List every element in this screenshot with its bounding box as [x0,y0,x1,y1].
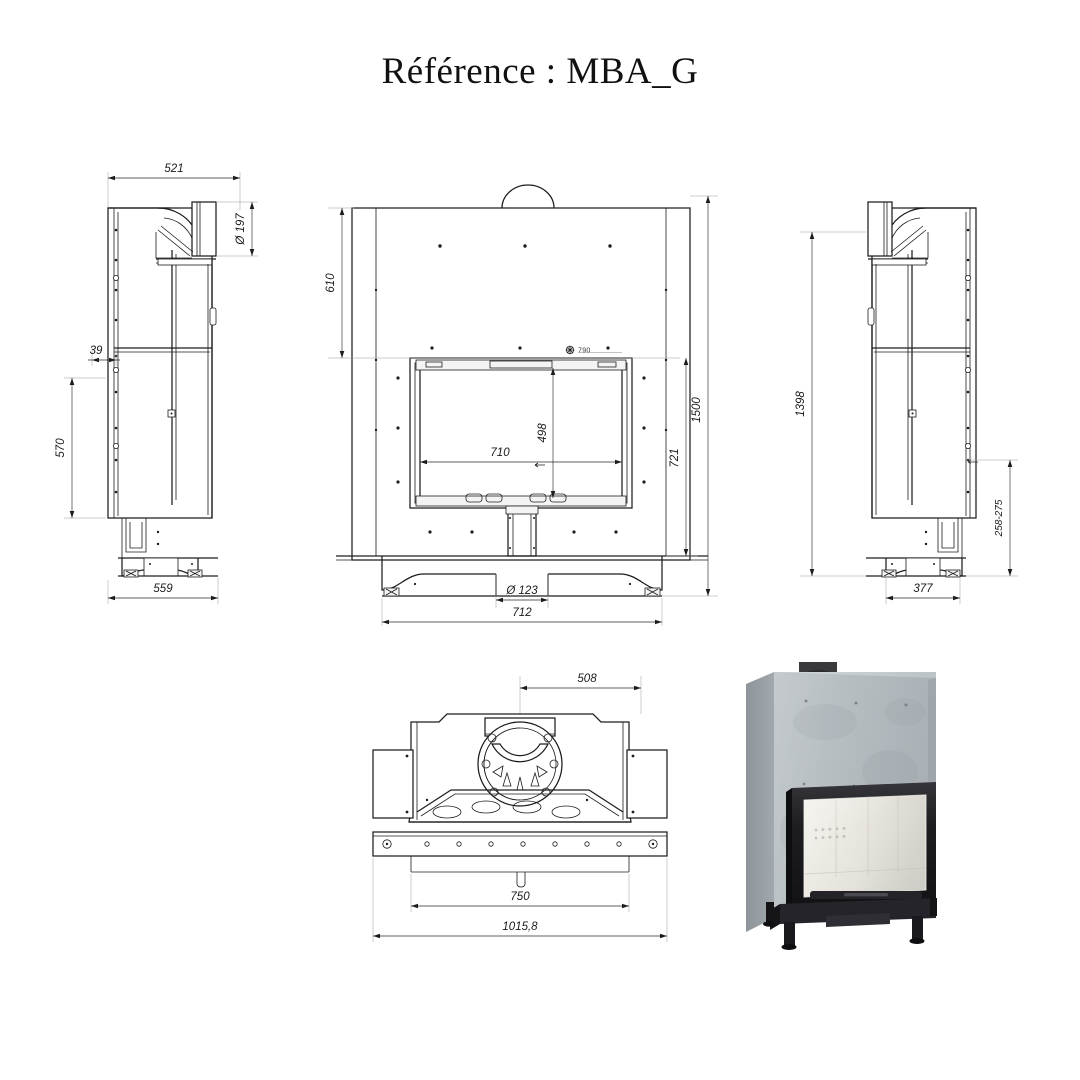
dim-498: 498 [537,368,556,498]
photo-glass-bevel [803,794,927,898]
dim-197: Ø 197 [216,201,258,257]
dim-123: Ø 123 [495,574,549,608]
dim-1500: 1500 [662,195,718,597]
dim-label-508: 508 [577,673,597,685]
flue-collar [477,721,563,807]
product-photo [740,652,1002,952]
dim-710: 710 [420,447,622,465]
dim-1015-8: 1015,8 [372,858,668,942]
dim-label-570: 570 [55,438,67,458]
dim-label-712: 712 [512,607,532,619]
photo-leg [930,898,937,916]
dim-label-258-275: 258-275 [994,499,1005,537]
top-view-geometry [372,713,668,888]
photo-door-frame-side [786,788,792,914]
dim-721: 721 [666,358,698,557]
dim-label-1398: 1398 [795,391,807,417]
brand-logo: 790 [565,345,622,355]
drawing-left-section-view: 521 [40,160,340,610]
right-section-geometry [866,201,977,578]
flame-mark [565,345,575,355]
dim-label-750: 750 [510,891,530,903]
dim-label-1500: 1500 [691,397,703,423]
front-geometry: 790 [336,207,708,597]
dim-750: 750 [410,874,630,912]
photo-leg [912,916,923,940]
photo-leg [766,902,774,922]
left-section-geometry [107,201,218,578]
photo-door [786,782,936,914]
dim-610: 610 [325,207,680,359]
dim-712: 712 [381,598,663,626]
dim-label-721: 721 [669,448,681,467]
photo-foot [909,938,925,944]
door-assembly [396,346,646,509]
dim-258-275: 258-275 [966,459,1018,577]
dim-39: 39 [88,345,120,366]
drawing-front-view: 790 [320,160,740,630]
front-feet [383,587,661,597]
drawing-top-view: 508 [355,660,685,950]
base-frame [336,555,708,597]
dim-label-559: 559 [153,583,173,595]
photo-foot [781,944,797,950]
dim-label-710: 710 [490,447,510,459]
page-title: Référence : MBA_G [381,51,699,92]
dim-521: 521 [107,163,241,220]
photo-base [763,898,937,950]
photo-glass [804,795,926,897]
dim-label-521: 521 [164,163,183,175]
dim-559: 559 [107,578,219,604]
dim-label-123: Ø 123 [505,585,538,597]
photo-foot [763,921,775,927]
dim-570: 570 [55,377,106,519]
adjustable-feet [123,569,203,578]
flue-arc [501,184,555,209]
dim-377: 377 [885,578,961,604]
drawing-right-section-view: 1398 258-275 377 [780,160,1040,610]
air-inlet [505,505,539,557]
brand-logo-text: 790 [578,347,591,354]
photo-door-handle-grip [844,893,888,897]
photo-body-side [746,672,774,932]
dim-label-498: 498 [537,423,549,443]
dim-label-1015-8: 1015,8 [502,921,538,933]
dim-label-610: 610 [325,273,337,293]
dim-1398: 1398 [795,231,866,577]
dim-label-197: Ø 197 [235,213,247,246]
dim-label-377: 377 [913,583,933,595]
dim-label-39: 39 [90,345,103,357]
photo-leg [784,922,795,946]
